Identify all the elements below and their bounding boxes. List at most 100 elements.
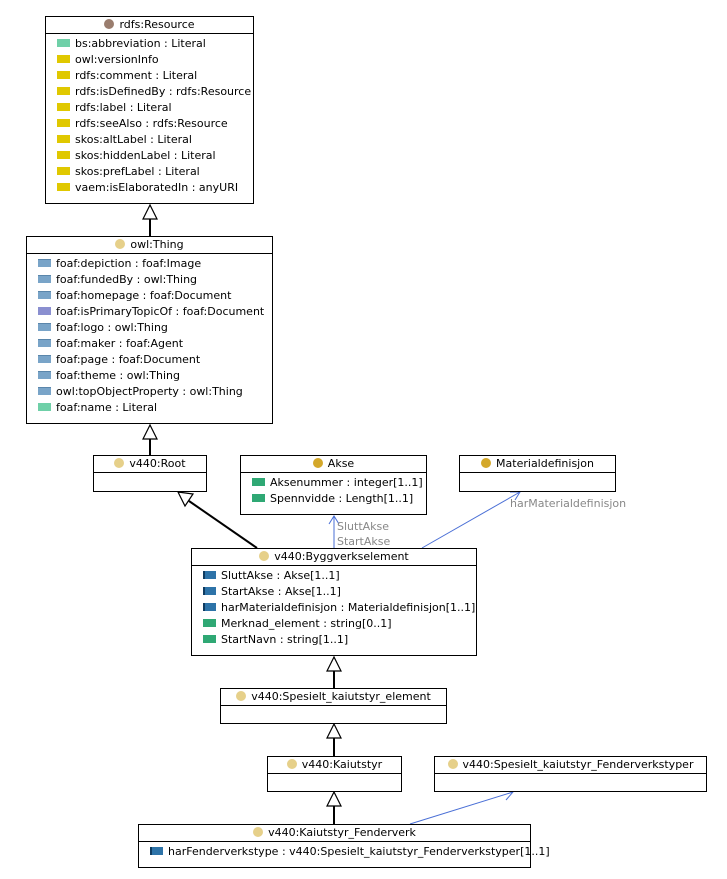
attribute-label: foaf:page : foaf:Document xyxy=(56,353,201,366)
generalization-spesielt-byggverk xyxy=(326,655,342,688)
association-byggverk-akse xyxy=(328,515,340,548)
class-attributes: bs:abbreviation : Literal owl:versionInf… xyxy=(46,34,253,196)
class-v440-spesielt-kaiutstyr-fenderverkstyper[interactable]: v440:Spesielt_kaiutstyr_Fenderverkstyper xyxy=(434,756,707,792)
class-circle-icon xyxy=(481,458,492,468)
generalization-kaiutstyr-spesielt xyxy=(326,722,342,756)
annotation-property-icon xyxy=(57,87,70,95)
class-attributes: Aksenummer : integer[1..1] Spennvidde : … xyxy=(241,473,426,507)
attribute-label: rdfs:isDefinedBy : rdfs:Resource xyxy=(75,85,252,98)
generalization-root-thing xyxy=(142,423,158,455)
attribute-label: Spennvidde : Length[1..1] xyxy=(270,492,414,505)
class-title: Akse xyxy=(327,457,355,470)
attribute-row[interactable]: skos:altLabel : Literal xyxy=(46,132,253,148)
class-title: v440:Byggverkselement xyxy=(274,550,409,563)
object-property-icon xyxy=(38,307,51,315)
class-header: v440:Kaiutstyr_Fenderverk xyxy=(139,825,530,842)
attribute-row[interactable]: rdfs:isDefinedBy : rdfs:Resource xyxy=(46,84,253,100)
association-fenderverk-fendertyper xyxy=(409,789,514,825)
attribute-row[interactable]: StartNavn : string[1..1] xyxy=(192,632,476,648)
attribute-row[interactable]: Aksenummer : integer[1..1] xyxy=(241,475,426,491)
attribute-label: skos:altLabel : Literal xyxy=(75,133,192,146)
attribute-label: foaf:maker : foaf:Agent xyxy=(56,337,184,350)
attribute-label: harMaterialdefinisjon : Materialdefinisj… xyxy=(221,601,476,614)
attribute-label: skos:prefLabel : Literal xyxy=(75,165,200,178)
class-attributes: SluttAkse : Akse[1..1] StartAkse : Akse[… xyxy=(192,566,476,648)
class-header: v440:Kaiutstyr xyxy=(268,757,401,774)
class-materialdefinisjon[interactable]: Materialdefinisjon xyxy=(459,455,616,492)
class-attributes xyxy=(94,473,206,491)
annotation-property-icon xyxy=(57,103,70,111)
attribute-row[interactable]: foaf:theme : owl:Thing xyxy=(27,368,272,384)
class-v440-kaiutstyr-fenderverk[interactable]: v440:Kaiutstyr_Fenderverk harFenderverks… xyxy=(138,824,550,868)
attribute-row[interactable]: skos:hiddenLabel : Literal xyxy=(46,148,253,164)
object-property-icon xyxy=(203,603,216,611)
class-title: v440:Kaiutstyr_Fenderverk xyxy=(268,826,416,839)
class-circle-icon xyxy=(259,551,270,561)
attribute-row[interactable]: Merknad_element : string[0..1] xyxy=(192,616,476,632)
attribute-label: foaf:theme : owl:Thing xyxy=(56,369,180,382)
attribute-row[interactable]: foaf:isPrimaryTopicOf : foaf:Document xyxy=(27,304,272,320)
edge-label-start-akse: StartAkse xyxy=(337,535,391,548)
attribute-row[interactable]: bs:abbreviation : Literal xyxy=(46,36,253,52)
attribute-row[interactable]: foaf:fundedBy : owl:Thing xyxy=(27,272,272,288)
attribute-row[interactable]: rdfs:seeAlso : rdfs:Resource xyxy=(46,116,253,132)
attribute-label: foaf:logo : owl:Thing xyxy=(56,321,168,334)
class-header: v440:Spesielt_kaiutstyr_element xyxy=(221,689,446,706)
class-title: v440:Spesielt_kaiutstyr_element xyxy=(251,690,431,703)
attribute-label: owl:versionInfo xyxy=(75,53,159,66)
datatype-property-icon xyxy=(38,403,51,411)
attribute-row[interactable]: harFenderverkstype : v440:Spesielt_kaiut… xyxy=(139,844,550,860)
attribute-label: owl:topObjectProperty : owl:Thing xyxy=(56,385,243,398)
class-v440-kaiutstyr[interactable]: v440:Kaiutstyr xyxy=(267,756,402,792)
attribute-row[interactable]: skos:prefLabel : Literal xyxy=(46,164,253,180)
attribute-row[interactable]: foaf:maker : foaf:Agent xyxy=(27,336,272,352)
attribute-row[interactable]: foaf:page : foaf:Document xyxy=(27,352,272,368)
object-property-icon xyxy=(38,259,51,267)
class-circle-icon xyxy=(104,19,115,29)
object-property-icon xyxy=(203,587,216,595)
class-header: v440:Byggverkselement xyxy=(192,549,476,566)
attribute-label: rdfs:label : Literal xyxy=(75,101,172,114)
attribute-label: skos:hiddenLabel : Literal xyxy=(75,149,216,162)
attribute-row[interactable]: foaf:homepage : foaf:Document xyxy=(27,288,272,304)
class-title: Materialdefinisjon xyxy=(496,457,594,470)
class-v440-root[interactable]: v440:Root xyxy=(93,455,207,492)
class-attributes xyxy=(268,774,401,792)
object-property-icon xyxy=(38,323,51,331)
class-rdfs-resource[interactable]: rdfs:Resource bs:abbreviation : Literal … xyxy=(45,16,254,204)
attribute-row[interactable]: foaf:depiction : foaf:Image xyxy=(27,256,272,272)
class-header: v440:Spesielt_kaiutstyr_Fenderverkstyper xyxy=(435,757,706,774)
class-circle-icon xyxy=(236,691,247,701)
datatype-property-icon xyxy=(203,635,216,643)
attribute-row[interactable]: SluttAkse : Akse[1..1] xyxy=(192,568,476,584)
attribute-row[interactable]: StartAkse : Akse[1..1] xyxy=(192,584,476,600)
attribute-row[interactable]: owl:versionInfo xyxy=(46,52,253,68)
class-circle-icon xyxy=(447,759,458,769)
class-owl-thing[interactable]: owl:Thing foaf:depiction : foaf:Image fo… xyxy=(26,236,273,424)
annotation-property-icon xyxy=(57,151,70,159)
attribute-label: harFenderverkstype : v440:Spesielt_kaiut… xyxy=(168,845,550,858)
class-circle-icon xyxy=(253,827,264,837)
attribute-row[interactable]: harMaterialdefinisjon : Materialdefinisj… xyxy=(192,600,476,616)
attribute-label: rdfs:seeAlso : rdfs:Resource xyxy=(75,117,228,130)
class-v440-byggverkselement[interactable]: v440:Byggverkselement SluttAkse : Akse[1… xyxy=(191,548,477,656)
object-property-icon xyxy=(38,371,51,379)
annotation-property-icon xyxy=(57,119,70,127)
class-akse[interactable]: Akse Aksenummer : integer[1..1] Spennvid… xyxy=(240,455,427,515)
annotation-property-icon xyxy=(57,71,70,79)
attribute-row[interactable]: rdfs:comment : Literal xyxy=(46,68,253,84)
attribute-label: foaf:homepage : foaf:Document xyxy=(56,289,232,302)
attribute-row[interactable]: foaf:logo : owl:Thing xyxy=(27,320,272,336)
attribute-row[interactable]: owl:topObjectProperty : owl:Thing xyxy=(27,384,272,400)
object-property-icon xyxy=(38,275,51,283)
attribute-row[interactable]: rdfs:label : Literal xyxy=(46,100,253,116)
attribute-row[interactable]: Spennvidde : Length[1..1] xyxy=(241,491,426,507)
generalization-thing-resource xyxy=(142,203,158,236)
attribute-row[interactable]: foaf:name : Literal xyxy=(27,400,272,416)
generalization-byggverk-root xyxy=(176,491,258,549)
class-v440-spesielt-kaiutstyr-element[interactable]: v440:Spesielt_kaiutstyr_element xyxy=(220,688,447,724)
attribute-row[interactable]: vaem:isElaboratedIn : anyURI xyxy=(46,180,253,196)
class-header: Akse xyxy=(241,456,426,473)
generalization-fenderverk-kaiutstyr xyxy=(326,790,342,824)
attribute-label: rdfs:comment : Literal xyxy=(75,69,198,82)
